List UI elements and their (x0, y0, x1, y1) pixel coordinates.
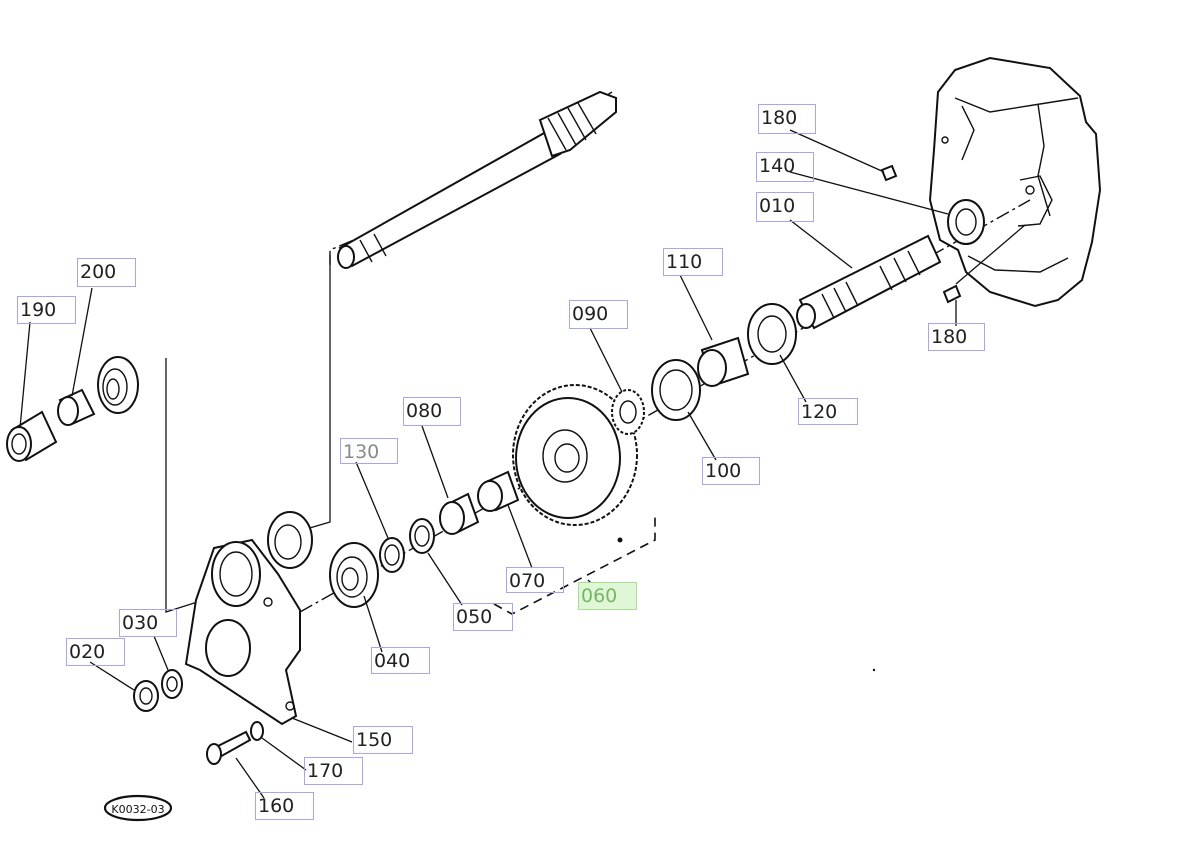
collar-200 (57, 388, 96, 426)
pin-180-top (880, 164, 898, 182)
needle-bearing-190 (6, 410, 58, 462)
sleeve-110 (697, 336, 750, 388)
transmission-case (928, 56, 1102, 308)
callout-200[interactable]: 200 (77, 258, 136, 287)
input-shaft (337, 90, 617, 269)
callout-030[interactable]: 030 (119, 609, 177, 637)
callout-180-bottom[interactable]: 180 (928, 323, 985, 351)
washer-030 (161, 669, 183, 699)
callout-080[interactable]: 080 (403, 397, 461, 426)
callout-190[interactable]: 190 (17, 296, 76, 324)
bearing-120 (747, 303, 797, 365)
callout-180-top[interactable]: 180 (758, 104, 816, 134)
callout-010[interactable]: 010 (756, 192, 814, 222)
callout-050[interactable]: 050 (453, 603, 513, 631)
callout-140[interactable]: 140 (756, 152, 814, 182)
callout-170[interactable]: 170 (304, 757, 363, 785)
bushing-070 (477, 470, 520, 512)
callout-120[interactable]: 120 (798, 398, 858, 425)
nut-020 (133, 680, 159, 712)
hub-100 (651, 359, 701, 421)
callout-160[interactable]: 160 (255, 792, 314, 820)
bolt-160 (206, 730, 252, 765)
ball-bearing-left (97, 356, 139, 414)
callout-020[interactable]: 020 (66, 638, 125, 666)
leader-lines (19, 129, 1026, 799)
bracket-150 (184, 538, 301, 726)
callout-090[interactable]: 090 (569, 300, 628, 329)
shim-130 (379, 537, 405, 573)
drawing-code-text: K0032-03 (111, 803, 164, 816)
callout-130[interactable]: 130 (340, 438, 398, 464)
callout-070[interactable]: 070 (506, 567, 564, 593)
collar-080 (439, 492, 480, 535)
callout-110[interactable]: 110 (663, 248, 723, 276)
callout-150[interactable]: 150 (353, 726, 413, 754)
bearing-040 (329, 542, 379, 608)
washer-170 (250, 721, 264, 741)
shaft-010 (796, 234, 942, 330)
callout-060[interactable]: 060 (578, 582, 637, 610)
drawing-code-badge: K0032-03 (103, 794, 173, 822)
callout-100[interactable]: 100 (702, 457, 760, 485)
gear-060 (512, 384, 638, 526)
washer-050 (409, 518, 435, 554)
gear-090 (611, 389, 645, 435)
callout-040[interactable]: 040 (371, 647, 430, 674)
bracket-bearing (267, 511, 313, 569)
pin-180-bottom (942, 284, 962, 304)
seal-140 (947, 199, 985, 245)
